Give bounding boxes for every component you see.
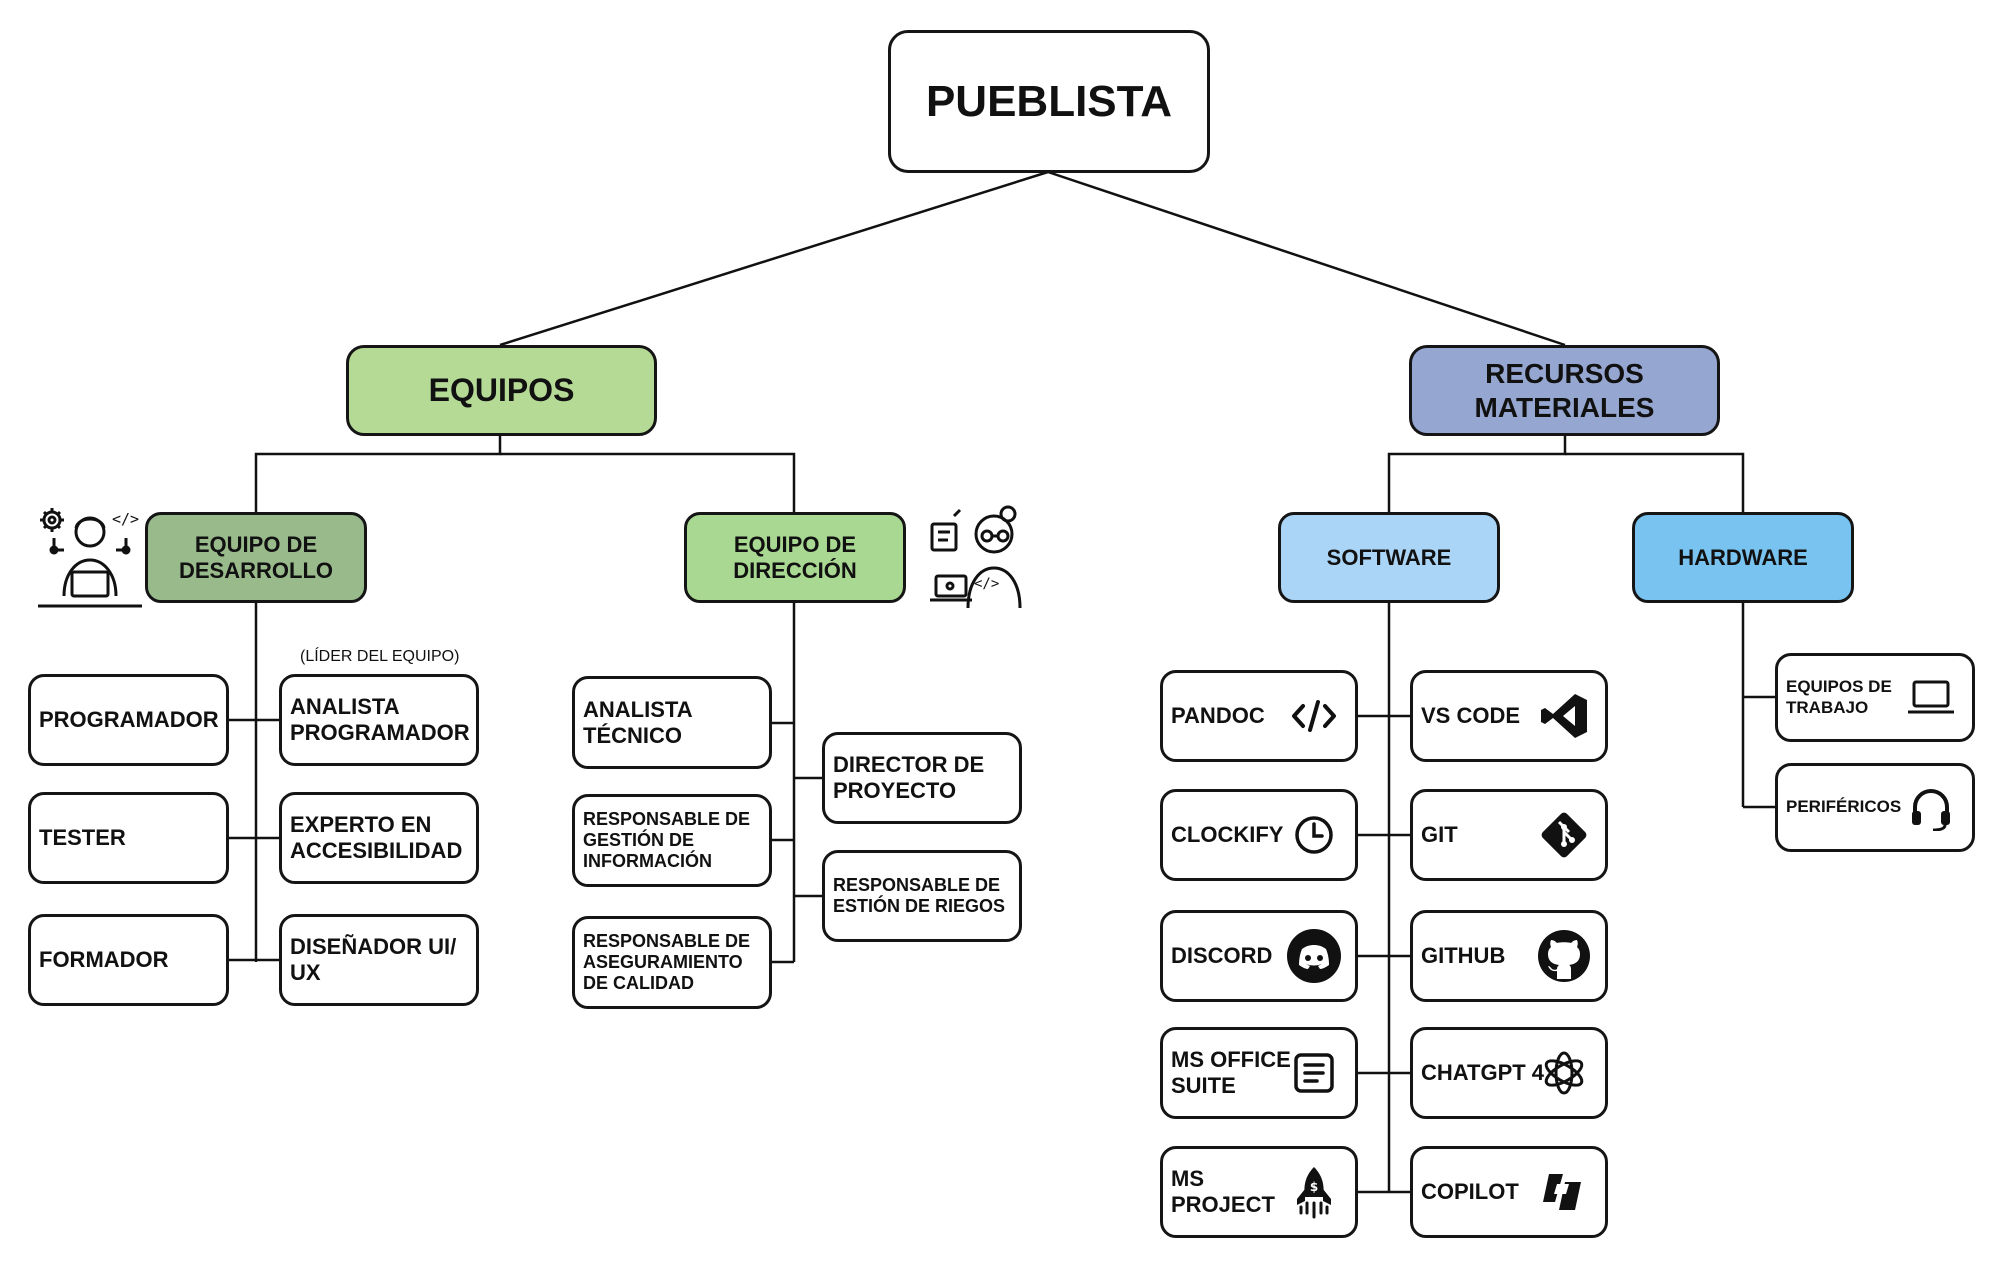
equipos-label: EQUIPOS — [428, 371, 575, 408]
role-director-proyecto: DIRECTOR DE PROYECTO — [822, 732, 1022, 824]
software-label: SOFTWARE — [1326, 544, 1452, 570]
discord-icon — [1287, 929, 1341, 983]
software-label-text: MS PROJECT — [1171, 1166, 1275, 1217]
svg-text:</>: </> — [112, 510, 139, 528]
role-label: PROGRAMADOR — [39, 707, 219, 733]
equipo-desarrollo-label: EQUIPO DE DESARROLLO — [179, 531, 333, 583]
laptop-icon — [1904, 671, 1958, 725]
role-label: RESPONSABLE DE ASEGURAMIENTO DE CALIDAD — [583, 930, 751, 994]
connector-recursos-hardware — [1565, 452, 1745, 512]
software-copilot: COPILOT — [1410, 1146, 1608, 1238]
role-label: RESPONSABLE DE GESTIÓN DE INFORMACIÓN — [583, 808, 751, 872]
software-label-text: CHATGPT 4 — [1421, 1060, 1545, 1086]
software-ms-project: MS PROJECT $ — [1160, 1146, 1358, 1238]
github-icon — [1537, 929, 1591, 983]
software-chatgpt-4: CHATGPT 4 — [1410, 1027, 1608, 1119]
software-label-text: GITHUB — [1421, 943, 1506, 969]
manager-person-icon: </> — [930, 505, 1022, 609]
vscode-icon — [1537, 689, 1591, 743]
role-responsable-gestion-informacion: RESPONSABLE DE GESTIÓN DE INFORMACIÓN — [572, 794, 772, 887]
role-experto-accesibilidad: EXPERTO EN ACCESIBILIDAD — [279, 792, 479, 884]
copilot-icon — [1537, 1165, 1591, 1219]
equipo-desarrollo-node: EQUIPO DE DESARROLLO — [145, 512, 367, 603]
software-label-text: CLOCKIFY — [1171, 822, 1284, 848]
software-ms-office-suite: MS OFFICE SUITE — [1160, 1027, 1358, 1119]
role-label: DISEÑADOR UI/ UX — [290, 934, 457, 985]
headphones-icon — [1904, 781, 1958, 835]
software-pandoc: PANDOC — [1160, 670, 1358, 762]
connector-equipos-direccion — [500, 452, 796, 512]
connector-root-recursos — [1047, 170, 1566, 347]
software-label-text: DISCORD — [1171, 943, 1273, 969]
software-label-text: COPILOT — [1421, 1179, 1519, 1205]
software-node: SOFTWARE — [1278, 512, 1500, 603]
role-programador: PROGRAMADOR — [28, 674, 229, 766]
role-label: ANALISTA PROGRAMADOR — [290, 694, 470, 745]
recursos-label: RECURSOS MATERIALES — [1474, 358, 1655, 423]
hardware-equipos-trabajo: EQUIPOS DE TRABAJO — [1775, 653, 1975, 742]
hardware-label-text: EQUIPOS DE TRABAJO — [1786, 677, 1892, 717]
code-brackets-icon — [1287, 689, 1341, 743]
hardware-node: HARDWARE — [1632, 512, 1854, 603]
software-label-text: GIT — [1421, 822, 1458, 848]
developer-person-icon: </> — [38, 508, 142, 608]
equipo-direccion-node: EQUIPO DE DIRECCIÓN — [684, 512, 906, 603]
software-github: GITHUB — [1410, 910, 1608, 1002]
hardware-label: HARDWARE — [1678, 544, 1808, 570]
svg-text:$: $ — [1310, 1180, 1318, 1194]
role-label: DIRECTOR DE PROYECTO — [833, 752, 985, 803]
software-git: GIT — [1410, 789, 1608, 881]
document-icon — [1287, 1046, 1341, 1100]
connector-equipos-desarrollo — [254, 436, 502, 512]
role-disenador-ui-ux: DISEÑADOR UI/ UX — [279, 914, 479, 1006]
recursos-node: RECURSOS MATERIALES — [1409, 345, 1720, 436]
software-label-text: MS OFFICE SUITE — [1171, 1047, 1291, 1098]
connector-recursos-software — [1387, 436, 1567, 512]
git-icon — [1537, 808, 1591, 862]
role-label: TESTER — [39, 825, 126, 851]
hardware-perifericos: PERIFÉRICOS — [1775, 763, 1975, 852]
root-label: PUEBLISTA — [925, 76, 1173, 126]
equipo-direccion-label: EQUIPO DE DIRECCIÓN — [733, 531, 857, 583]
connector-root-equipos — [499, 170, 1049, 347]
role-label: ANALISTA TÉCNICO — [583, 696, 693, 748]
role-label: EXPERTO EN ACCESIBILIDAD — [290, 812, 463, 863]
equipos-node: EQUIPOS — [346, 345, 657, 436]
role-responsable-gestion-riesgos: RESPONSABLE DE ESTIÓN DE RIEGOS — [822, 850, 1022, 942]
svg-text:</>: </> — [974, 576, 999, 592]
role-responsable-aseguramiento-calidad: RESPONSABLE DE ASEGURAMIENTO DE CALIDAD — [572, 916, 772, 1009]
rocket-icon: $ — [1287, 1165, 1341, 1219]
software-label-text: VS CODE — [1421, 703, 1521, 729]
software-clockify: CLOCKIFY — [1160, 789, 1358, 881]
chatgpt-icon — [1537, 1046, 1591, 1100]
role-analista-tecnico: ANALISTA TÉCNICO — [572, 676, 772, 769]
clock-icon — [1287, 808, 1341, 862]
role-tester: TESTER — [28, 792, 229, 884]
software-label-text: PANDOC — [1171, 703, 1265, 729]
software-discord: DISCORD — [1160, 910, 1358, 1002]
role-label: RESPONSABLE DE ESTIÓN DE RIEGOS — [833, 874, 1006, 916]
role-formador: FORMADOR — [28, 914, 229, 1006]
team-lead-note: (LÍDER DEL EQUIPO) — [300, 648, 460, 665]
root-node: PUEBLISTA — [888, 30, 1210, 173]
role-label: FORMADOR — [39, 947, 169, 973]
software-vs-code: VS CODE — [1410, 670, 1608, 762]
role-analista-programador: ANALISTA PROGRAMADOR — [279, 674, 479, 766]
hardware-label-text: PERIFÉRICOS — [1786, 797, 1902, 817]
